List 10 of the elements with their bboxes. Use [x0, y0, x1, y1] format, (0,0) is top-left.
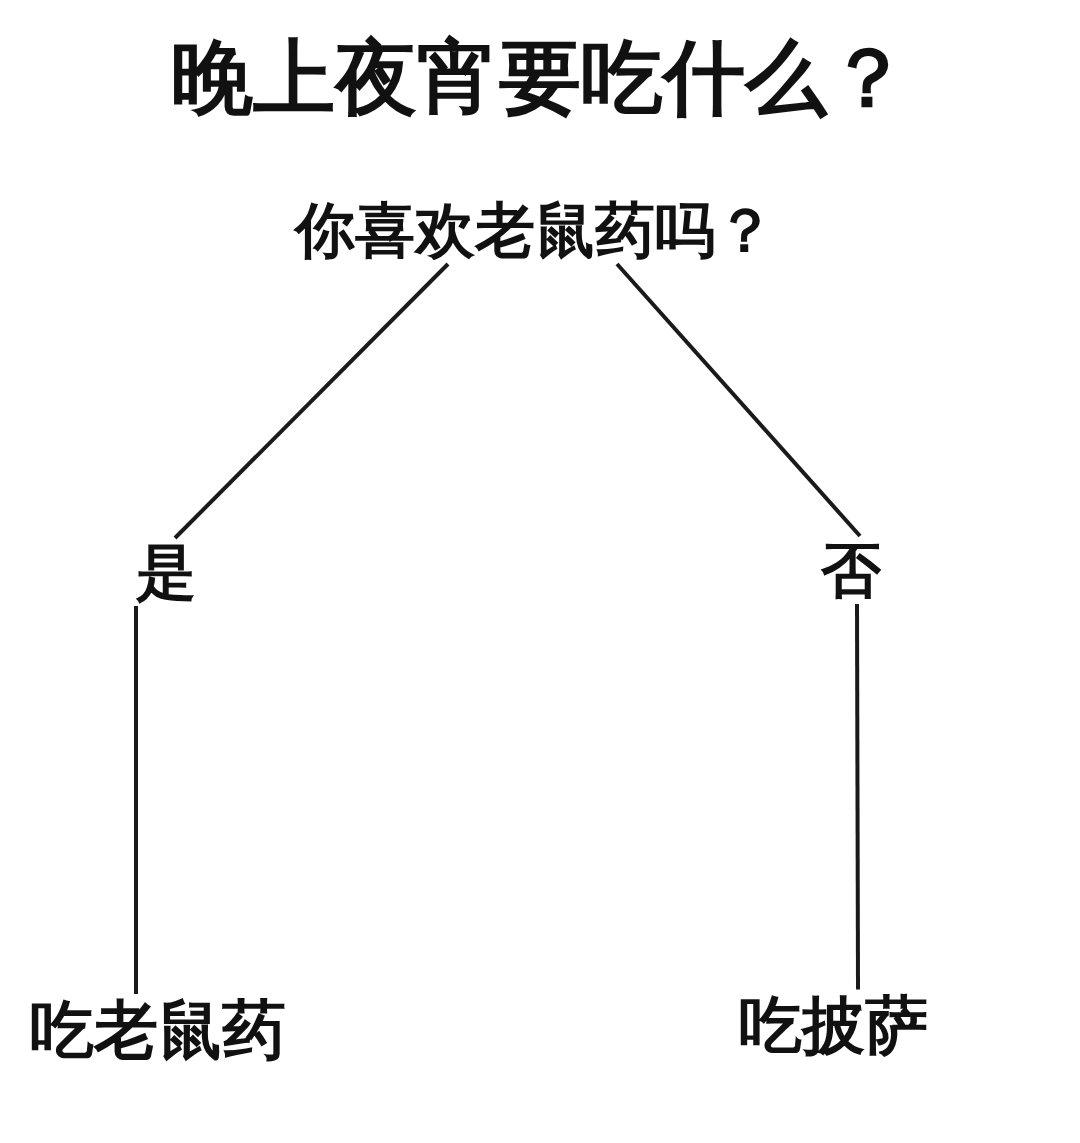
question-text: 你喜欢老鼠药吗？	[293, 196, 777, 264]
connector-line	[615, 262, 862, 538]
connector-line	[855, 604, 860, 990]
outcome-text: 吃披萨	[736, 989, 930, 1061]
title: 晚上夜宵要吃什么？	[170, 33, 910, 123]
connector-line	[173, 262, 450, 540]
connector-line	[134, 606, 138, 994]
answer-text: 是	[134, 538, 198, 606]
outcome-text: 吃老鼠药	[28, 994, 288, 1066]
answer-text: 否	[819, 536, 883, 604]
